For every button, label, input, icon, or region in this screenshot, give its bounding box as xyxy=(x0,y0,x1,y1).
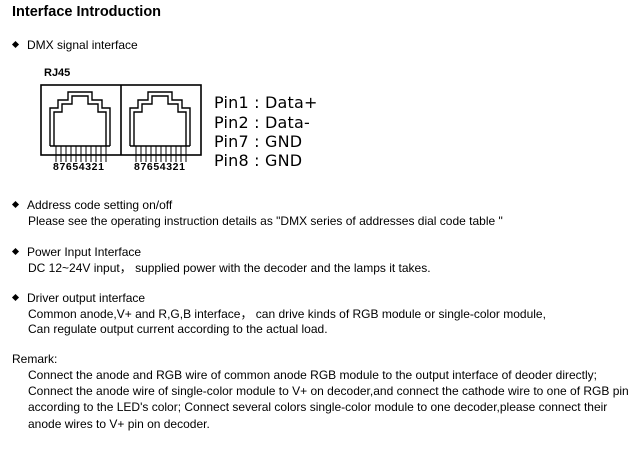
driver-description-1: Common anode,V+ and R,G,B interface， can… xyxy=(28,307,546,321)
page-title: Interface Introduction xyxy=(12,4,162,20)
address-heading: Address code setting on/off xyxy=(11,197,173,213)
rj45-pins-left xyxy=(55,146,107,162)
remark-line-2: Connect the anode wire of single-color m… xyxy=(28,384,629,398)
bullet-icon xyxy=(11,247,20,256)
pin-numbers-right: 87654321 xyxy=(134,161,186,173)
dmx-heading: DMX signal interface xyxy=(11,37,138,53)
pin2-label: Pin2 : Data- xyxy=(214,113,311,132)
bullet-icon xyxy=(11,40,20,49)
remark-line-4: anode wires to V+ pin on decoder. xyxy=(28,417,210,431)
bullet-icon xyxy=(11,293,20,302)
pin-numbers-left: 87654321 xyxy=(53,161,105,173)
remark-line-3: according to the LED's color; Connect se… xyxy=(28,400,608,414)
rj45-label: RJ45 xyxy=(44,67,71,79)
remark-heading: Remark: xyxy=(12,352,58,366)
address-description: Please see the operating instruction det… xyxy=(28,214,503,228)
rj45-jack-right xyxy=(129,91,191,147)
pin8-label: Pin8 : GND xyxy=(214,151,303,170)
rj45-pins-right xyxy=(135,146,187,162)
driver-heading-text: Driver output interface xyxy=(27,291,146,305)
pin7-label: Pin7 : GND xyxy=(214,132,303,151)
driver-heading: Driver output interface xyxy=(11,290,146,306)
pin1-label: Pin1 : Data+ xyxy=(214,93,318,112)
rj45-jack-left xyxy=(49,91,111,147)
address-heading-text: Address code setting on/off xyxy=(27,198,173,212)
remark-line-1: Connect the anode and RGB wire of common… xyxy=(28,368,597,382)
rj45-connectors-diagram xyxy=(40,84,202,162)
power-heading: Power Input Interface xyxy=(11,244,142,260)
power-heading-text: Power Input Interface xyxy=(27,245,142,259)
dmx-heading-text: DMX signal interface xyxy=(27,38,138,52)
driver-description-2: Can regulate output current according to… xyxy=(28,322,328,336)
power-description: DC 12~24V input， supplied power with the… xyxy=(28,261,431,275)
bullet-icon xyxy=(11,200,20,209)
